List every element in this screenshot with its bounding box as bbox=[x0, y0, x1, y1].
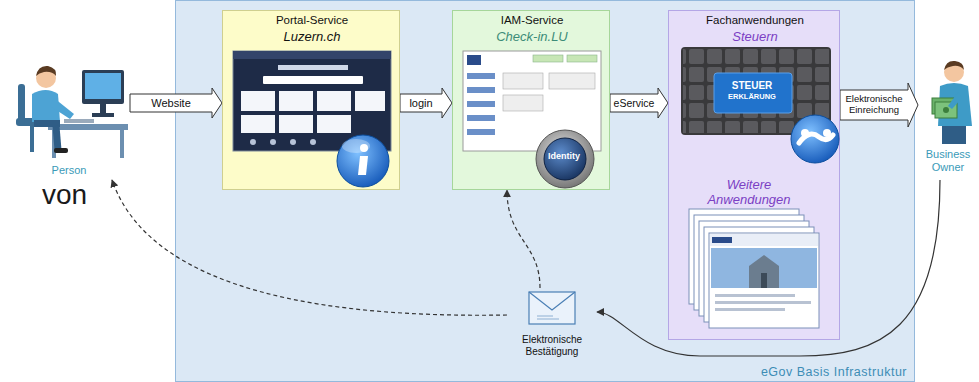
node-title: Elektronische Bestätigung bbox=[502, 334, 602, 358]
actor-figure: Business Owner bbox=[918, 52, 978, 180]
dashed-connector bbox=[112, 180, 507, 315]
key-caption: STEUER bbox=[713, 80, 791, 91]
envelope-icon bbox=[507, 288, 597, 328]
panel-fill bbox=[176, 1, 915, 382]
node-text: Luzern.ch bbox=[223, 29, 401, 44]
edge-label: eService bbox=[614, 97, 655, 109]
edge-label: Elektronische Einreichung bbox=[841, 94, 907, 116]
block-arrow bbox=[400, 88, 452, 118]
key-caption: ERKLÄRUNG bbox=[713, 93, 791, 101]
infrastructure-panel: eGov Basis Infrastruktur Portal-ServiceL… bbox=[175, 0, 915, 382]
application-box: FachanwendungenSteuernWeitere Anwendunge… bbox=[668, 10, 840, 340]
edge-label: login bbox=[409, 97, 432, 110]
badge-caption: Identity bbox=[534, 152, 594, 162]
dashed-connector bbox=[507, 190, 540, 288]
service-box: Portal-ServiceLuzern.ch bbox=[222, 10, 400, 190]
node-title: eGov Basis Infrastruktur bbox=[761, 365, 907, 380]
node-title: Fachanwendungen bbox=[669, 14, 841, 28]
node-title: Business Owner bbox=[913, 148, 979, 174]
node-title: IAM-Service bbox=[453, 14, 611, 28]
business-owner-icon bbox=[918, 52, 978, 146]
slide-fragment: von bbox=[42, 180, 87, 211]
service-box: IAM-ServiceCheck-in.LU bbox=[452, 10, 610, 190]
block-arrow bbox=[610, 88, 668, 118]
block-arrow bbox=[840, 83, 918, 127]
edge-label: Website bbox=[151, 97, 191, 110]
application-illustration bbox=[669, 11, 841, 341]
node-title: Portal-Service bbox=[223, 14, 401, 28]
person-icon bbox=[8, 40, 130, 162]
actor-figure: Person bbox=[8, 40, 130, 180]
block-arrow bbox=[130, 88, 222, 118]
node-title: Person bbox=[8, 164, 130, 177]
node-text: Weitere Anwendungen bbox=[694, 177, 804, 208]
confirmation-node: Elektronische Bestätigung bbox=[507, 288, 597, 370]
node-text: Steuern bbox=[669, 29, 841, 44]
node-text: Check-in.LU bbox=[453, 29, 611, 44]
